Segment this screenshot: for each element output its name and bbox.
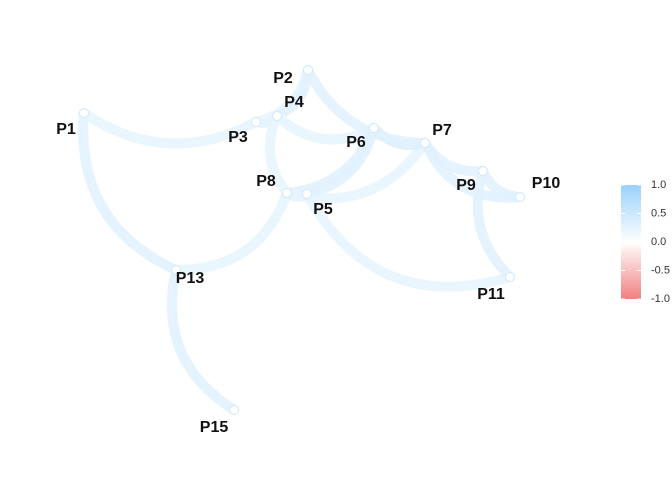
edge-p13-p15 bbox=[166, 265, 239, 415]
node-p6 bbox=[369, 123, 379, 133]
edge-p5-p11 bbox=[302, 189, 515, 292]
node-p8 bbox=[282, 188, 292, 198]
legend-tick-label: 0.5 bbox=[651, 207, 666, 219]
node-p15 bbox=[229, 405, 239, 415]
node-p3 bbox=[251, 117, 261, 127]
node-label-p5: P5 bbox=[313, 201, 333, 218]
legend-tick-label: 0.0 bbox=[651, 236, 666, 248]
node-p2 bbox=[303, 65, 313, 75]
node-p5 bbox=[302, 189, 312, 199]
edges-layer bbox=[78, 65, 525, 415]
node-p9 bbox=[478, 166, 488, 176]
node-label-p3: P3 bbox=[228, 129, 248, 146]
node-label-p4: P4 bbox=[284, 94, 304, 111]
edge-p1-p3 bbox=[79, 108, 261, 149]
node-label-p1: P1 bbox=[56, 121, 76, 138]
edge-p2-p7 bbox=[303, 65, 430, 148]
node-p4 bbox=[272, 111, 282, 121]
nodes-layer bbox=[79, 65, 525, 415]
edge-p4-p8 bbox=[264, 111, 292, 198]
node-p1 bbox=[79, 108, 89, 118]
node-label-p15: P15 bbox=[200, 419, 229, 436]
edge-p5-p6 bbox=[302, 123, 379, 199]
legend-tick-label: 1.0 bbox=[651, 179, 666, 191]
node-label-p8: P8 bbox=[256, 173, 276, 190]
legend-tick-label: -1.0 bbox=[651, 293, 670, 305]
node-p10 bbox=[515, 192, 525, 202]
node-label-p11: P11 bbox=[477, 286, 505, 303]
node-label-p6: P6 bbox=[346, 134, 366, 151]
color-legend: 1.0 0.5 0.0 -0.5 -1.0 bbox=[621, 179, 670, 305]
node-label-p2: P2 bbox=[273, 70, 293, 87]
legend-ticks: 1.0 0.5 0.0 -0.5 -1.0 bbox=[621, 179, 670, 305]
node-label-p13: P13 bbox=[176, 270, 205, 287]
node-p13 bbox=[171, 265, 181, 275]
legend-tick-label: -0.5 bbox=[651, 264, 670, 276]
edge-p13-p8 bbox=[171, 188, 292, 276]
node-label-p9: P9 bbox=[456, 177, 476, 194]
legend-color-bar bbox=[621, 185, 641, 299]
node-label-p7: P7 bbox=[432, 122, 452, 139]
edge-p1-p13 bbox=[78, 108, 181, 275]
node-p11 bbox=[505, 272, 515, 282]
node-p7 bbox=[420, 138, 430, 148]
edge-p9-p11 bbox=[472, 166, 515, 282]
node-label-p10: P10 bbox=[532, 175, 561, 192]
